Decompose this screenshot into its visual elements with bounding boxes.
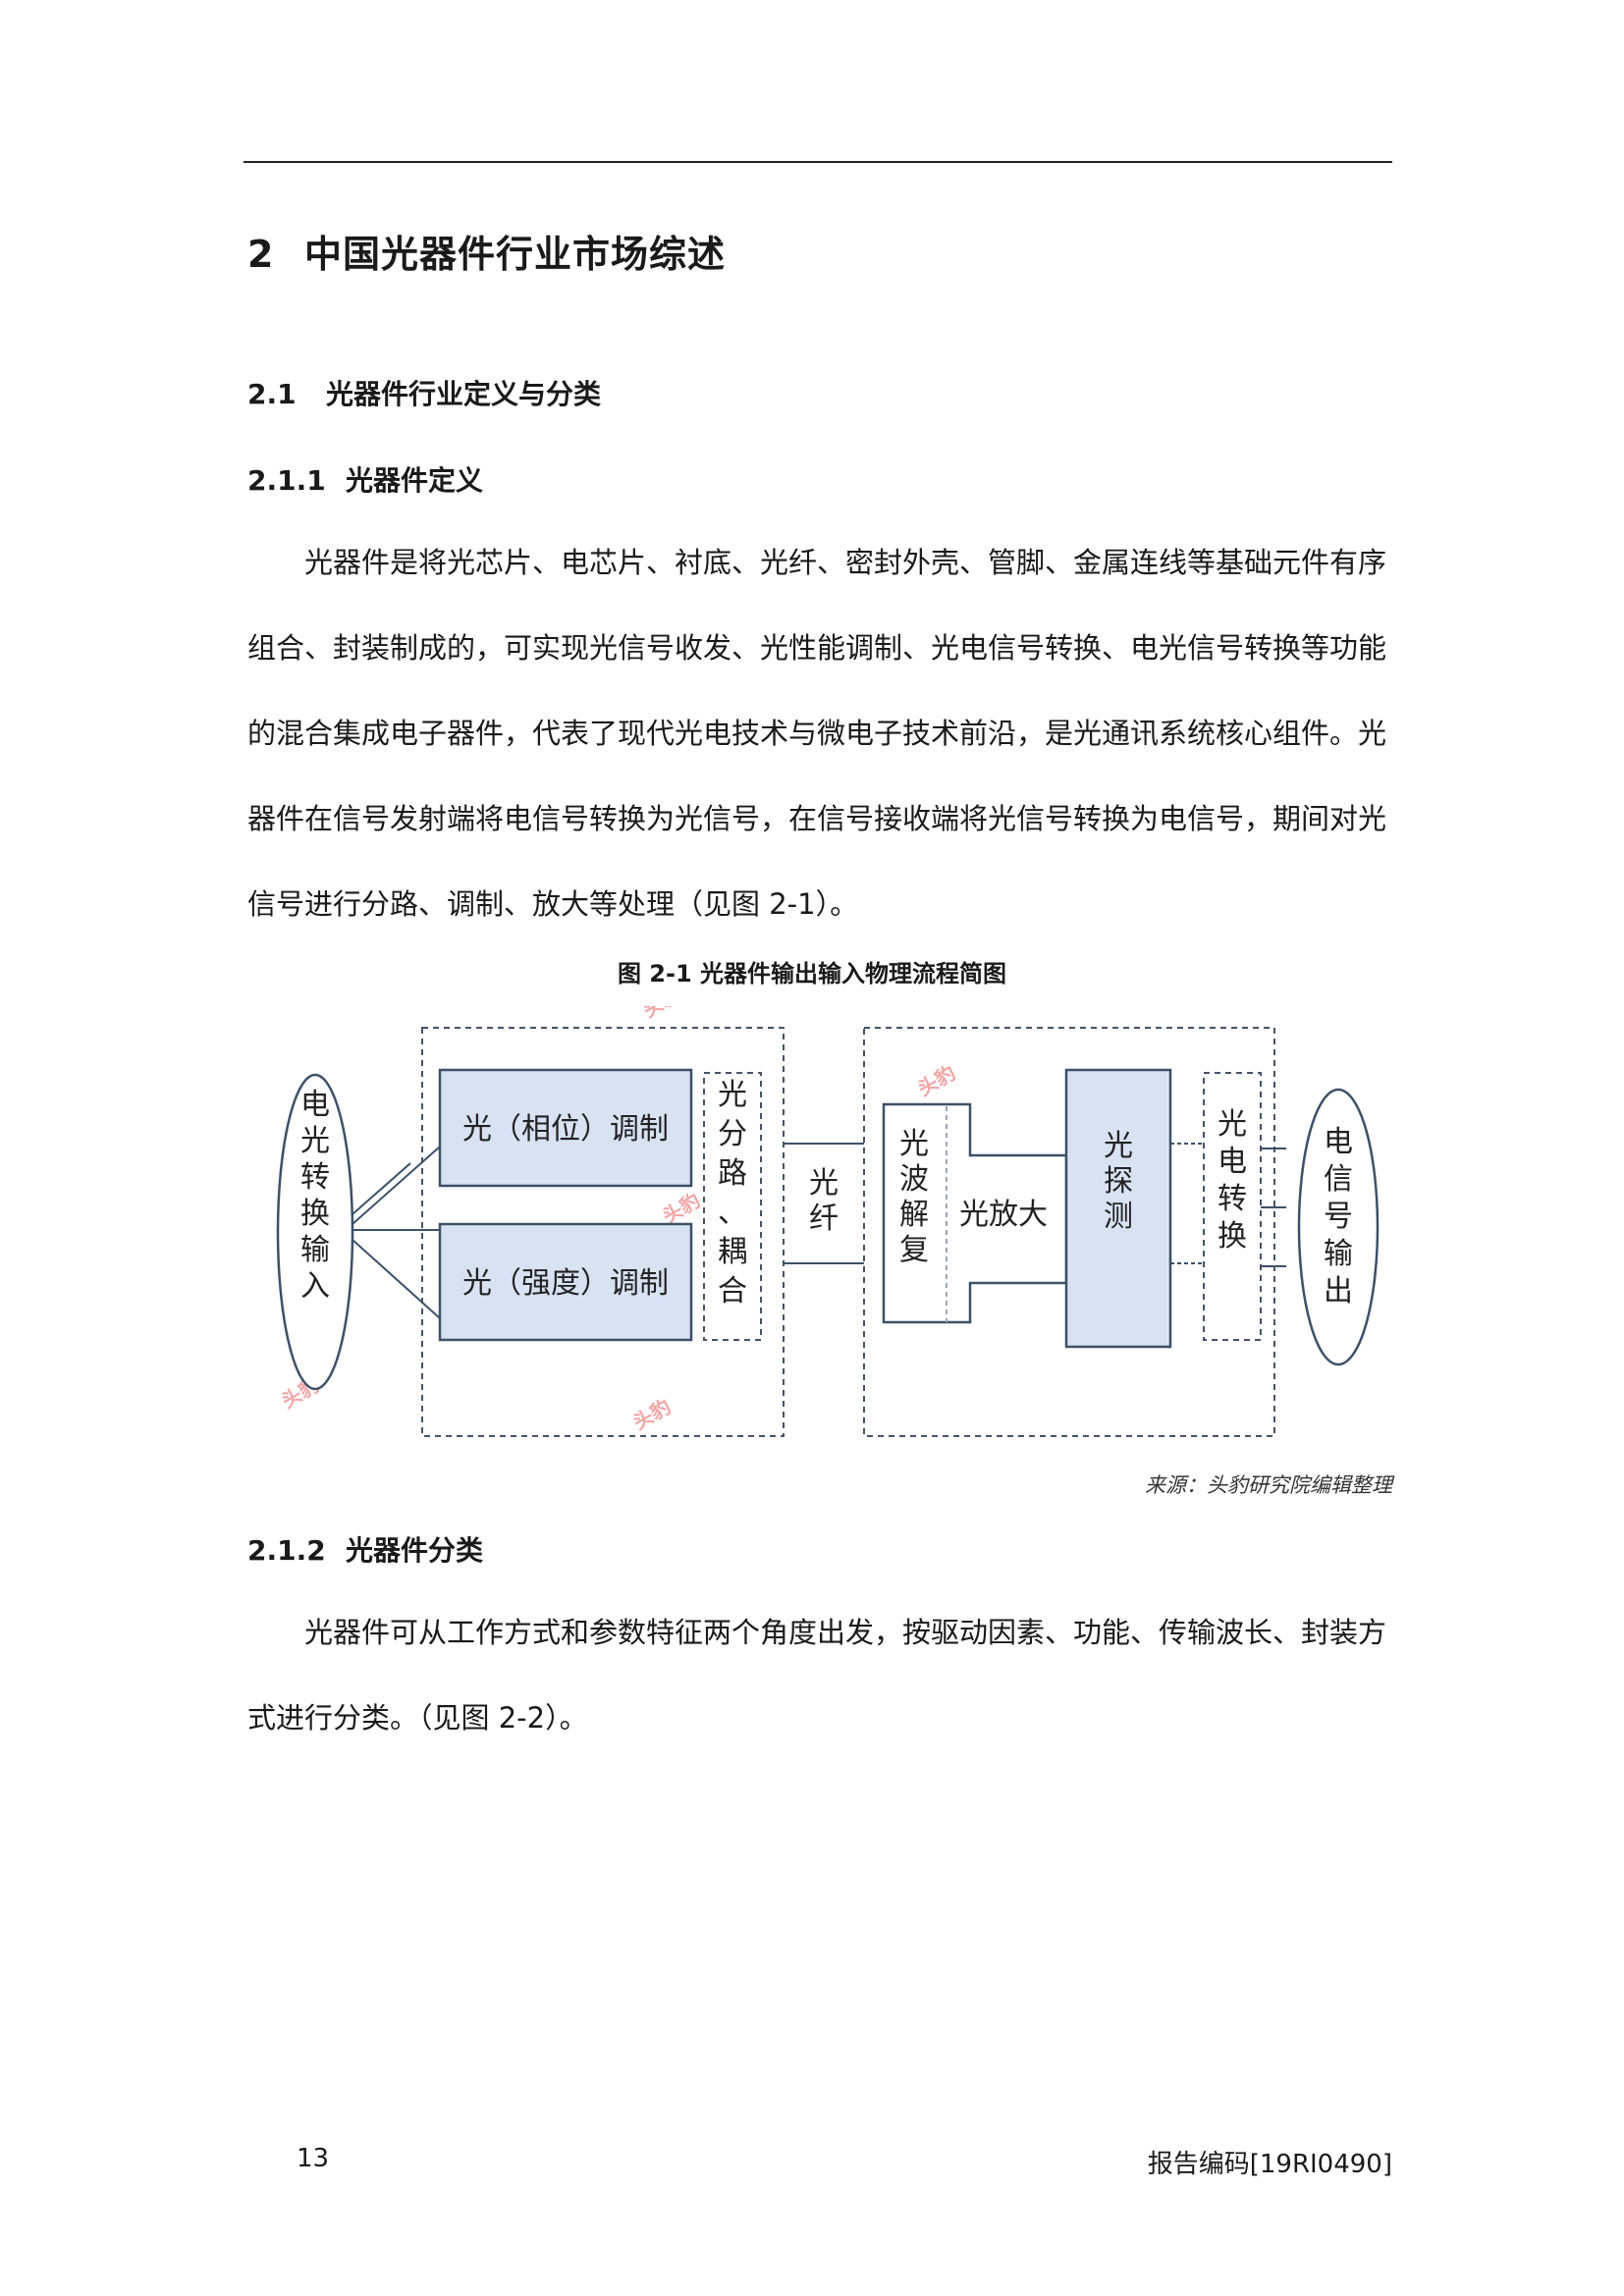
output-char: 出 xyxy=(1324,1274,1353,1308)
oe-char: 转 xyxy=(1218,1182,1247,1216)
watermark: 头豹 xyxy=(659,1189,705,1229)
header-rule xyxy=(244,161,1392,163)
oe-conversion-box xyxy=(1203,1072,1262,1341)
output-ellipse xyxy=(1297,1088,1380,1366)
subsection-heading-classification: 2.1.2 光器件分类 xyxy=(247,1529,483,1569)
subsection-heading-definition: 2.1.1 光器件定义 xyxy=(247,459,483,499)
phase-modulation-box xyxy=(438,1068,693,1188)
chapter-heading: 2 中国光器件行业市场综述 xyxy=(247,224,726,278)
detect-char: 光 xyxy=(1104,1129,1133,1163)
paragraph-line: 信号进行分路、调制、放大等处理（见图 2-1）。 xyxy=(247,887,859,921)
split-char: 分 xyxy=(718,1117,747,1151)
output-char: 输 xyxy=(1324,1237,1353,1271)
subsection-title: 光器件定义 xyxy=(346,464,484,497)
subsection-number: 2.1.2 xyxy=(247,1534,326,1567)
subsection-number: 2.1.1 xyxy=(247,464,326,497)
section-heading: 2.1 光器件行业定义与分类 xyxy=(247,373,601,412)
input-char: 电 xyxy=(300,1088,330,1122)
split-coupling-label: 光分路、耦合 xyxy=(718,1078,747,1308)
detector-box xyxy=(1064,1068,1172,1349)
subsection-title: 光器件分类 xyxy=(346,1534,484,1567)
report-code: 报告编码[19RI0490] xyxy=(1147,2150,1392,2179)
detect-char: 测 xyxy=(1104,1200,1133,1234)
page-number: 13 xyxy=(297,2144,330,2173)
demux-char: 复 xyxy=(899,1233,929,1267)
oe-char: 电 xyxy=(1218,1145,1247,1179)
split-char: 合 xyxy=(718,1274,747,1308)
demux-char: 解 xyxy=(899,1198,929,1232)
split-char: 、 xyxy=(718,1196,747,1230)
split-char: 光 xyxy=(718,1078,747,1112)
output-node: 电信号输出 xyxy=(1294,1085,1382,1369)
split-coupling-box xyxy=(703,1072,762,1341)
section-number: 2.1 xyxy=(247,378,297,410)
paragraph-line: 器件在信号发射端将电信号转换为光信号，在信号接收端将光信号转换为电信号，期间对光 xyxy=(247,802,1387,835)
input-char: 转 xyxy=(300,1160,330,1195)
fiber-char: 光 xyxy=(809,1166,839,1201)
watermark: 头豹 xyxy=(914,1061,960,1101)
amplifier-label: 光放大 xyxy=(959,1198,1048,1232)
definition-paragraph: 光器件是将光芯片、电芯片、衬底、光纤、密封外壳、管脚、金属连线等基础元件有序 组… xyxy=(247,520,1390,947)
oe-char: 光 xyxy=(1218,1107,1247,1142)
fiber-char: 纤 xyxy=(809,1201,839,1236)
output-char: 号 xyxy=(1324,1200,1353,1234)
connector xyxy=(352,1162,411,1215)
watermark: 头豹 xyxy=(629,1395,676,1435)
paragraph-line: 光器件是将光芯片、电芯片、衬底、光纤、密封外壳、管脚、金属连线等基础元件有序 xyxy=(304,546,1387,579)
paragraph-line: 组合、封装制成的，可实现光信号收发、光性能调制、光电信号转换、电光信号转换等功能 xyxy=(247,631,1387,665)
detect-char: 探 xyxy=(1104,1164,1133,1199)
oe-char: 换 xyxy=(1218,1219,1247,1254)
input-char: 光 xyxy=(300,1124,330,1158)
demux-char: 波 xyxy=(899,1162,929,1197)
figure-source: 来源：头豹研究院编辑整理 xyxy=(1145,1473,1392,1497)
output-char: 信 xyxy=(1324,1162,1353,1197)
intensity-modulation-label: 光（强度）调制 xyxy=(462,1266,669,1301)
input-ellipse xyxy=(276,1073,354,1391)
split-char: 路 xyxy=(718,1156,747,1191)
connector xyxy=(352,1239,441,1319)
figure-caption: 图 2-1 光器件输出输入物理流程简图 xyxy=(617,960,1007,988)
phase-modulation-label: 光（相位）调制 xyxy=(462,1112,669,1147)
paragraph-line: 光器件可从工作方式和参数特征两个角度出发，按驱动因素、功能、传输波长、封装方 xyxy=(304,1616,1387,1649)
connector xyxy=(352,1146,441,1225)
classification-paragraph: 光器件可从工作方式和参数特征两个角度出发，按驱动因素、功能、传输波长、封装方 式… xyxy=(247,1590,1390,1761)
chapter-number: 2 xyxy=(247,233,275,276)
intensity-modulation-box xyxy=(438,1222,693,1342)
transmitter-group xyxy=(421,1027,785,1437)
input-char: 换 xyxy=(300,1197,330,1231)
paragraph-line: 式进行分类。（见图 2-2）。 xyxy=(247,1701,588,1735)
input-char: 输 xyxy=(300,1233,330,1267)
output-char: 电 xyxy=(1324,1125,1353,1159)
split-char: 耦 xyxy=(718,1235,747,1269)
chapter-title: 中国光器件行业市场综述 xyxy=(304,233,727,276)
watermark: 头豹 xyxy=(639,1006,685,1022)
input-char: 入 xyxy=(300,1269,330,1304)
detector-label: 光探测 xyxy=(1104,1129,1133,1234)
paragraph-line: 的混合集成电子器件，代表了现代光电技术与微电子技术前沿，是光通讯系统核心组件。光 xyxy=(247,717,1387,750)
demux-char: 光 xyxy=(899,1127,929,1161)
section-title: 光器件行业定义与分类 xyxy=(326,378,602,410)
fiber-label: 光纤 xyxy=(809,1166,839,1236)
receiver-group xyxy=(863,1027,1275,1437)
